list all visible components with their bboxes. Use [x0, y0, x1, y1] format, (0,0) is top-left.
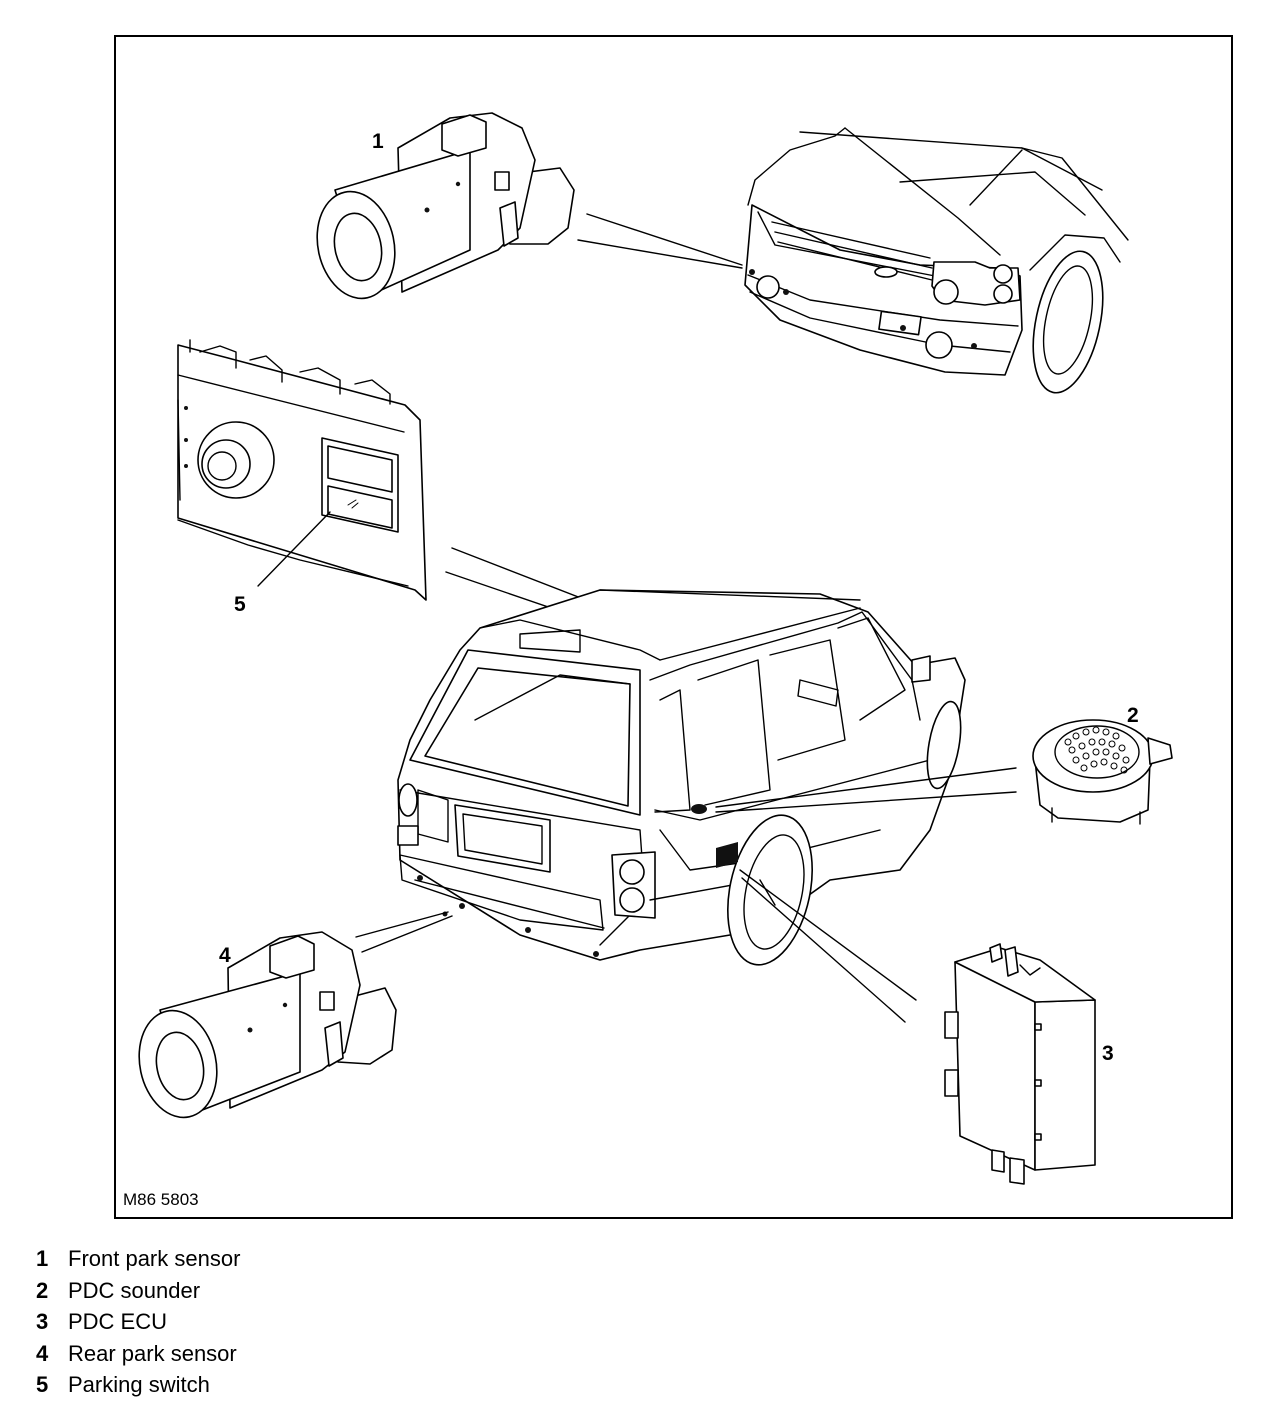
legend: 1 Front park sensor 2 PDC sounder 3 PDC ECU… — [36, 1243, 240, 1401]
legend-label: Front park sensor — [68, 1246, 241, 1271]
legend-number: 4 — [36, 1340, 49, 1366]
callout-2: 2 — [1127, 704, 1139, 727]
figure-frame — [114, 35, 1233, 1219]
legend-item-rear-park-sensor: 4 Rear park sensor — [36, 1338, 240, 1370]
vehicle-rear-illustration — [397, 589, 966, 966]
leader-line-3a — [739, 869, 917, 1001]
leader-line-1b — [577, 239, 743, 269]
callout-5: 5 — [234, 593, 246, 616]
callout-1: 1 — [372, 130, 384, 153]
legend-item-parking-switch: 5 Parking switch — [36, 1369, 240, 1401]
leader-line-4a — [355, 911, 449, 938]
parking-switch-illustration — [177, 339, 427, 601]
legend-label: PDC sounder — [68, 1277, 201, 1303]
leader-line-1a — [586, 213, 743, 266]
pdc-ecu-illustration — [944, 943, 1096, 1185]
rear-park-sensor-illustration — [138, 931, 397, 1119]
legend-number: 5 — [36, 1372, 49, 1397]
legend-label: PDC ECU — [68, 1309, 168, 1334]
parking-distance-control-diagram: 1 — [114, 35, 1233, 1219]
front-park-sensor-illustration — [316, 112, 575, 300]
legend-number: 1 — [36, 1246, 49, 1271]
figure-id: M86 5803 — [123, 1190, 199, 1209]
legend-item-front-park-sensor: 1 Front park sensor — [36, 1243, 240, 1275]
legend-item-pdc-ecu: 3 PDC ECU — [36, 1306, 240, 1338]
leader-line-3b — [741, 877, 906, 1023]
leader-line-5 — [257, 511, 331, 587]
legend-number: 3 — [36, 1309, 49, 1334]
vehicle-front-illustration — [744, 127, 1129, 394]
legend-label: Rear park sensor — [68, 1340, 237, 1366]
legend-label: Parking switch — [68, 1372, 210, 1397]
pdc-sounder-illustration — [1032, 719, 1173, 825]
legend-item-pdc-sounder: 2 PDC sounder — [36, 1275, 240, 1307]
callout-4: 4 — [219, 944, 231, 967]
leader-line-4b — [361, 915, 453, 953]
callout-3: 3 — [1102, 1042, 1114, 1065]
legend-number: 2 — [36, 1277, 49, 1303]
leader-line-2b — [715, 791, 1017, 813]
leader-line-2a — [715, 767, 1017, 808]
